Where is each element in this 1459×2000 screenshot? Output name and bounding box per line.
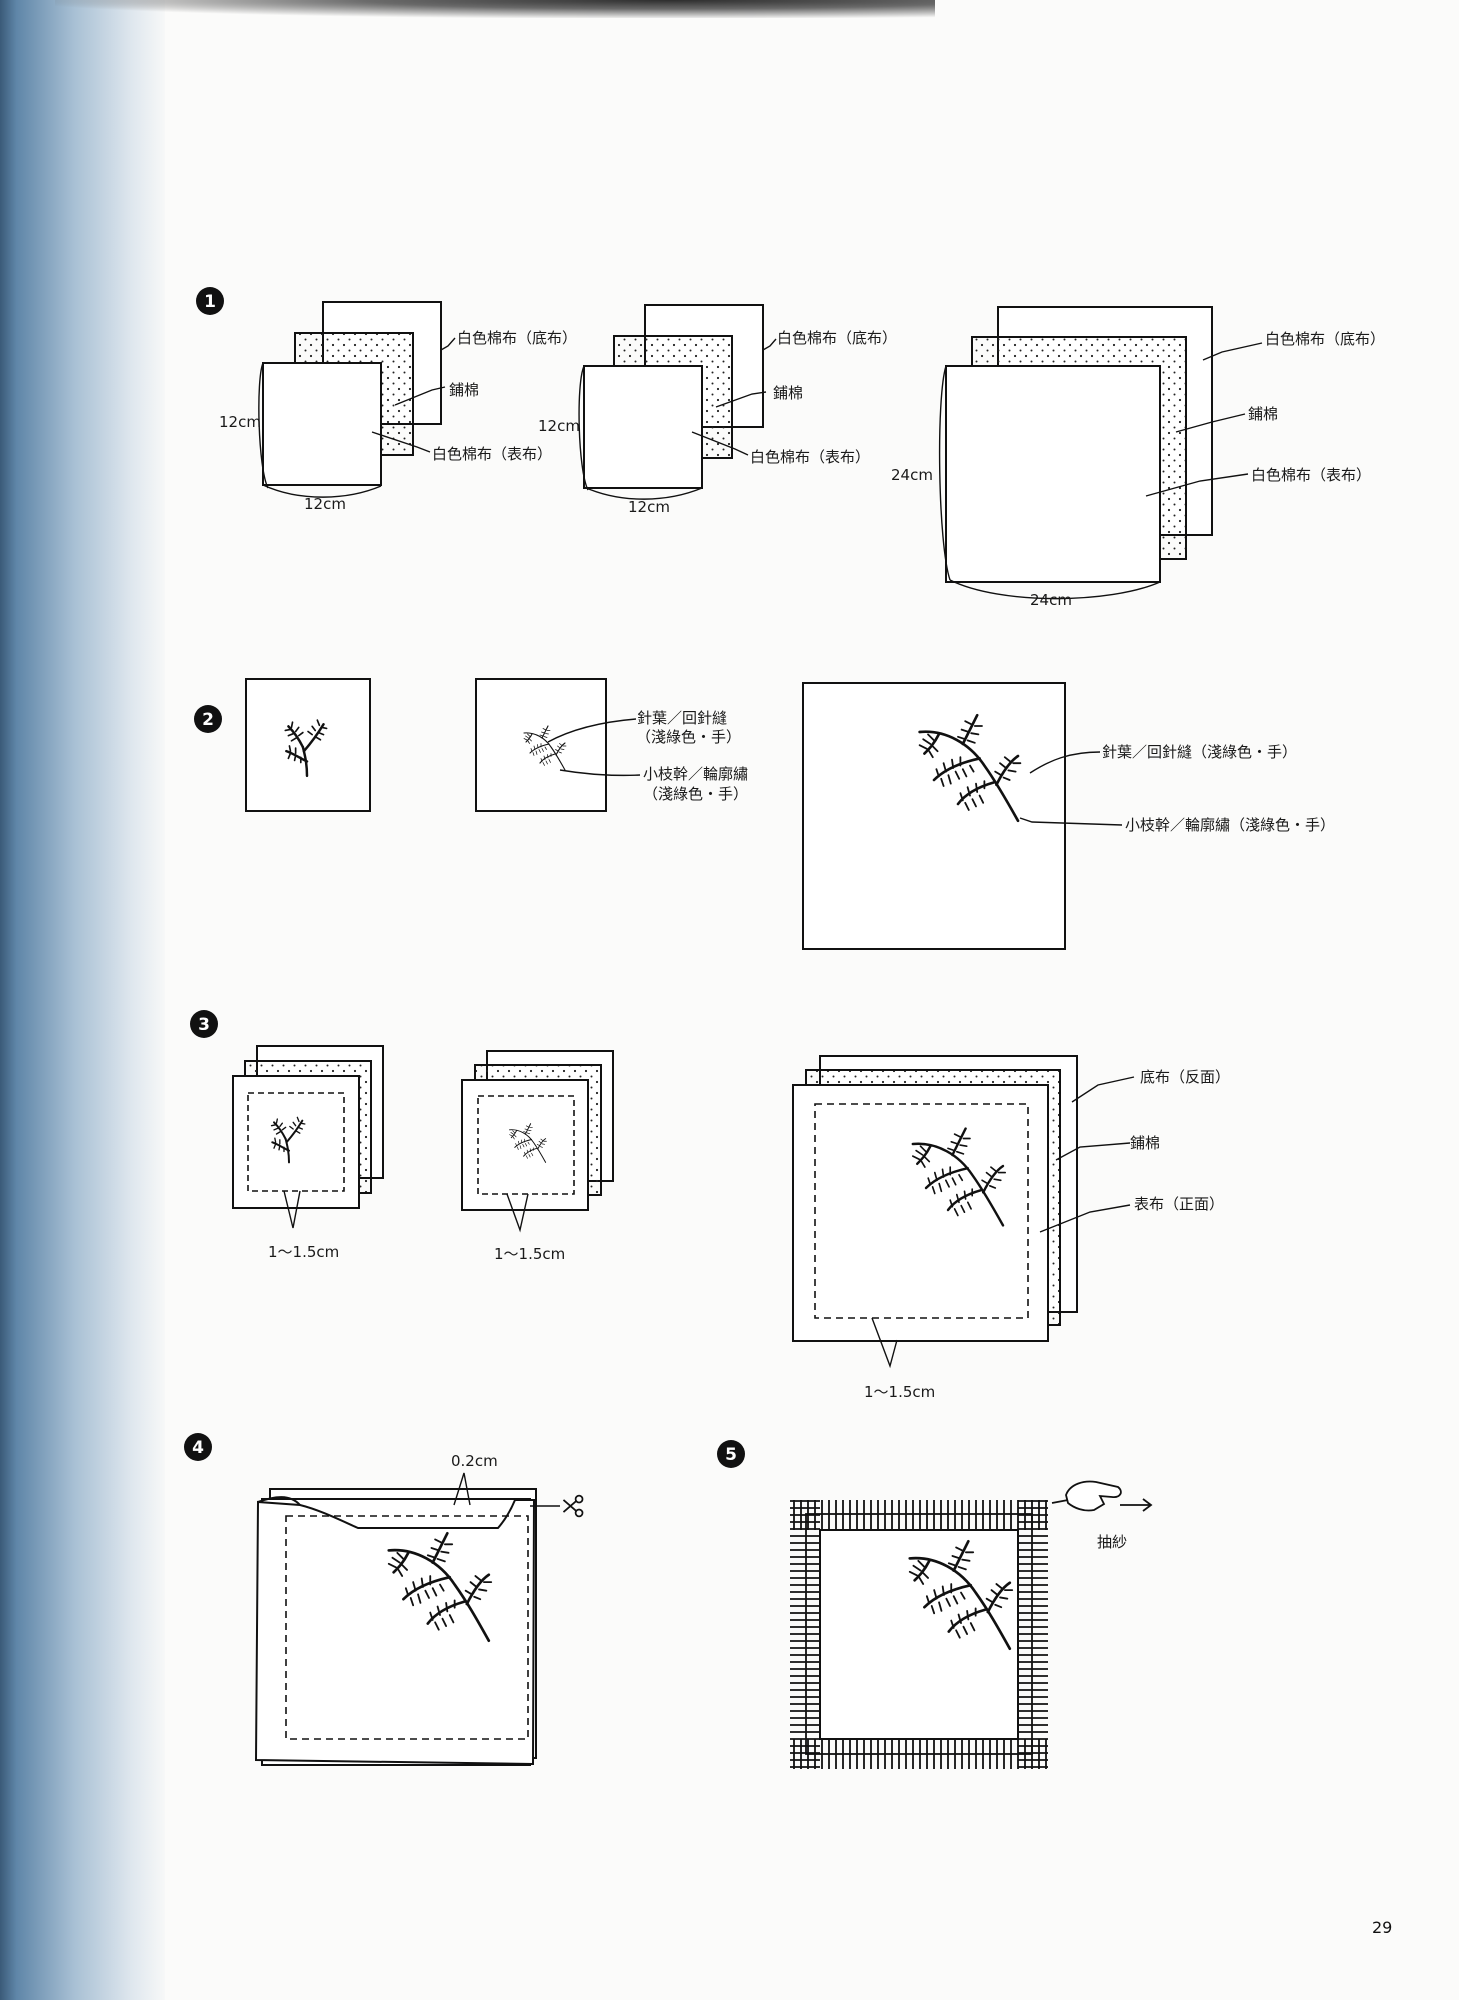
book-gutter-shadow: [0, 0, 165, 2000]
step-2-square-b: [475, 678, 607, 812]
step-3-marker: 3: [190, 1010, 218, 1038]
step-5-marker: 5: [717, 1440, 745, 1468]
step-3-c-back-label: 底布（反面）: [1140, 1068, 1230, 1086]
step-1-large-stack: [945, 306, 1213, 583]
step-2-b-twig-note: （淺綠色・手）: [643, 785, 748, 803]
step-2-square-c: [802, 682, 1066, 950]
step-3-c-batting-label: 鋪棉: [1130, 1134, 1160, 1152]
step-1-number: 1: [204, 292, 216, 312]
step-5-pull-label: 抽紗: [1097, 1533, 1127, 1551]
step-3-c-margin-label: 1～1.5cm: [864, 1383, 935, 1401]
step-2-number: 2: [202, 710, 214, 730]
step-4-number: 4: [192, 1438, 204, 1458]
step-3-b-leader: [506, 1193, 529, 1233]
step-5-number: 5: [725, 1445, 737, 1465]
step-2-marker: 2: [194, 705, 222, 733]
step-2-b-leaders: [547, 718, 641, 777]
step-3-c-leaders: [871, 1076, 1135, 1369]
step-1-a-batting-label: 鋪棉: [449, 381, 479, 399]
step-1-c-height-label: 24cm: [891, 466, 933, 484]
step-2-b-needles-note: （淺綠色・手）: [636, 728, 741, 746]
step-3-stack-b: [461, 1050, 614, 1211]
step-2-c-twig-label: 小枝幹／輪廓繡（淺綠色・手）: [1125, 816, 1335, 834]
step-1-b-height-label: 12cm: [538, 417, 580, 435]
page-number: 29: [1372, 1918, 1393, 1937]
step-4-trimming-square: [254, 1488, 560, 1766]
step-1-c-front-label: 白色棉布（表布）: [1251, 466, 1371, 484]
step-1-a-front-label: 白色棉布（表布）: [432, 445, 552, 463]
step-1-c-batting-label: 鋪棉: [1248, 405, 1278, 423]
step-2-square-a: [245, 678, 371, 812]
step-1-c-back-label: 白色棉布（底布）: [1265, 330, 1385, 348]
step-1-a-leaders: [258, 337, 456, 498]
step-4-trim-label: 0.2cm: [451, 1452, 498, 1470]
step-1-c-leaders: [938, 342, 1263, 600]
step-2-b-twig-label: 小枝幹／輪廓繡: [643, 765, 748, 783]
step-3-b-margin-label: 1～1.5cm: [494, 1245, 565, 1263]
step-3-number: 3: [198, 1015, 210, 1035]
step-1-marker: 1: [196, 287, 224, 315]
step-1-small-stack-b: [583, 304, 764, 489]
step-3-a-margin-label: 1～1.5cm: [268, 1243, 339, 1261]
step-4-marker: 4: [184, 1433, 212, 1461]
hand-pulling-icon: [1051, 1480, 1153, 1512]
step-1-a-back-label: 白色棉布（底布）: [457, 329, 577, 347]
step-1-b-back-label: 白色棉布（底布）: [777, 329, 897, 347]
step-1-b-batting-label: 鋪棉: [773, 384, 803, 402]
step-2-b-needles-label: 針葉／回針縫: [637, 709, 727, 727]
step-4-trim-leader: [453, 1472, 471, 1506]
top-page-shadow: [55, 0, 935, 18]
step-1-a-height-label: 12cm: [219, 413, 261, 431]
step-5-fringed-square: [790, 1500, 1048, 1769]
step-1-small-stack-a: [262, 301, 442, 486]
step-3-c-front-label: 表布（正面）: [1134, 1195, 1224, 1213]
step-3-stack-a: [232, 1045, 384, 1209]
step-2-c-needles-label: 針葉／回針縫（淺綠色・手）: [1102, 743, 1297, 761]
step-1-a-width-label: 12cm: [304, 495, 346, 513]
step-1-c-width-label: 24cm: [1030, 591, 1072, 609]
scissors-icon: [562, 1494, 584, 1518]
step-1-b-width-label: 12cm: [628, 498, 670, 516]
step-1-b-front-label: 白色棉布（表布）: [750, 448, 870, 466]
step-2-c-leaders: [1019, 751, 1123, 826]
step-3-large-stack: [792, 1055, 1078, 1342]
step-3-a-leader: [283, 1190, 301, 1229]
step-1-b-leaders: [578, 338, 777, 500]
